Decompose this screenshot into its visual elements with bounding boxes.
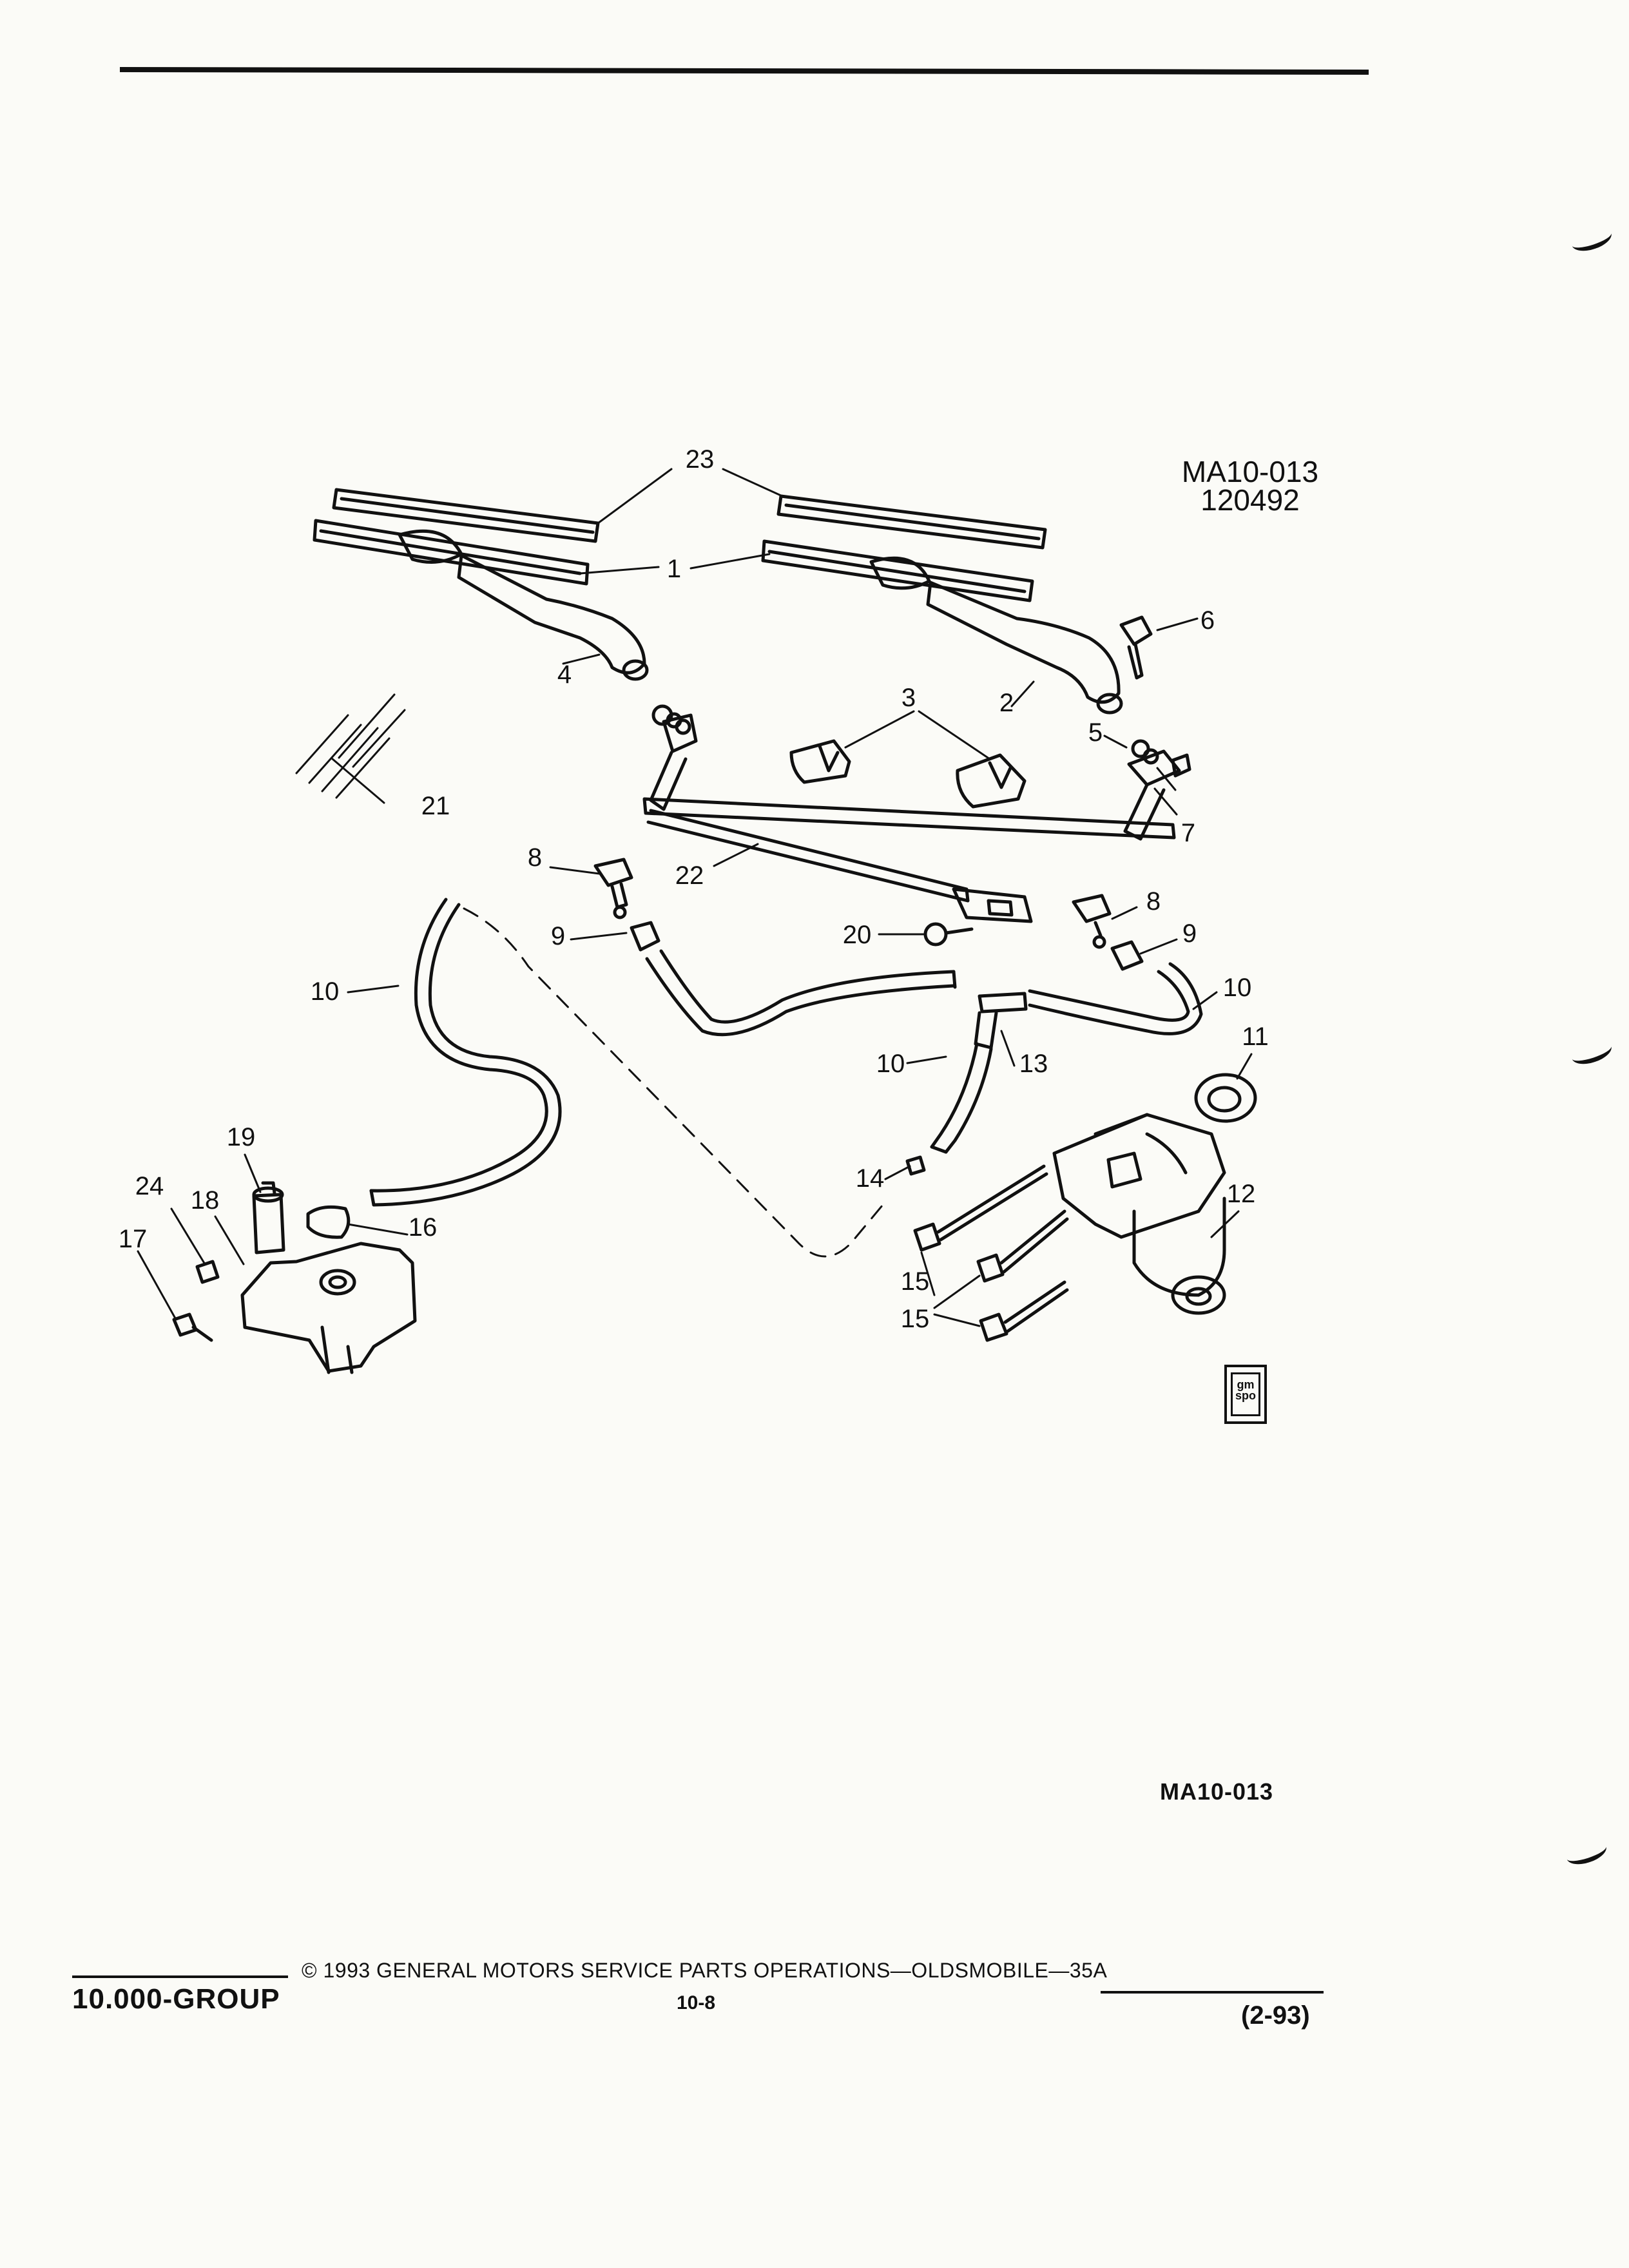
gm-spo-logo-inner: gm spo [1231,1372,1260,1416]
footer-copyright-rule [1101,1991,1324,1994]
callout-2: 2 [999,689,1014,717]
figure-date-code: 120492 [1200,483,1300,517]
logo-line-spo: spo [1235,1389,1256,1402]
figure-code-bottom: MA10-013 [1160,1778,1274,1805]
washer-hose-left-branch [645,949,957,1037]
footer-group: 10.000-GROUP [72,1983,280,2015]
callout-18: 18 [191,1186,220,1215]
footer-group-rule [72,1975,288,1978]
nut-24 [195,1260,220,1284]
footer-date: (2-93) [1241,2001,1310,2030]
callout-22: 22 [675,861,704,890]
leader-lines [137,468,1253,1327]
washer-hose-main [369,898,562,1207]
nozzle-grommet-right [1110,940,1144,971]
callout-3: 3 [901,684,916,712]
callout-13: 13 [1019,1050,1048,1078]
callout-19: 19 [227,1123,256,1151]
callout-10-left: 10 [311,977,340,1006]
wiper-motor [1052,1113,1226,1315]
callout-9-left: 9 [551,922,565,950]
bolt-17 [172,1312,213,1342]
callout-16: 16 [409,1213,438,1242]
callout-15-upper: 15 [901,1267,930,1296]
pivot-cover-right [956,753,1027,809]
footer-copyright: © 1993 GENERAL MOTORS SERVICE PARTS OPER… [302,1959,1108,1982]
callout-21: 21 [421,792,450,820]
wiper-arm-right [926,581,1123,715]
hose-routing-dashed-line [463,907,884,1258]
wiper-transmission-linkage [642,704,1191,923]
gm-spo-logo: gm spo [1224,1365,1267,1424]
footer-page-number: 10-8 [677,1992,716,2013]
wiper-blade-insert-left [332,488,600,543]
figure-code: MA10-013 [1181,455,1319,488]
callout-9-right: 9 [1182,919,1197,948]
screw-20 [923,922,974,947]
wiper-blade-right [761,539,1034,602]
nozzle-grommet-left [630,921,660,952]
callout-7: 7 [1181,819,1195,847]
hose-connector-tee [974,992,1028,1050]
pivot-cover-left [789,739,851,784]
washer-pump [252,1181,285,1254]
callout-4: 4 [557,660,572,689]
callout-23: 23 [686,445,715,474]
bolt-6 [1119,615,1153,680]
callout-10-middle: 10 [876,1050,905,1078]
callout-17: 17 [119,1225,148,1253]
pump-grommet [306,1205,351,1239]
callout-20: 20 [843,921,872,949]
washer-hose-pump-branch [930,1042,993,1154]
washer-hose-right-branch [1028,962,1203,1035]
callout-8-left: 8 [528,843,542,872]
motor-bolt-2 [976,1209,1069,1283]
washer-nozzle-left [593,858,633,919]
callout-24: 24 [135,1172,164,1200]
callout-14: 14 [856,1164,885,1193]
wiper-blade-insert-right [776,494,1047,550]
callout-10-right: 10 [1223,974,1252,1002]
callout-1: 1 [667,555,681,583]
motor-bolt-1 [913,1164,1048,1252]
washer-reservoir [240,1242,417,1374]
wiper-blade-left [313,519,590,586]
callout-6: 6 [1200,606,1215,635]
callout-8-right: 8 [1146,887,1161,916]
motor-bolt-3 [979,1280,1069,1342]
nut-14 [905,1155,926,1176]
washer-nozzle-right [1072,894,1112,949]
callout-5: 5 [1088,718,1103,747]
wiper-arm-left [457,553,649,681]
callout-12: 12 [1227,1180,1256,1208]
callout-11: 11 [1242,1023,1269,1051]
logo-line-gm: gm [1237,1378,1255,1391]
motor-seal [1194,1073,1257,1123]
windshield-glass [295,693,406,799]
callout-15-lower: 15 [901,1305,930,1333]
